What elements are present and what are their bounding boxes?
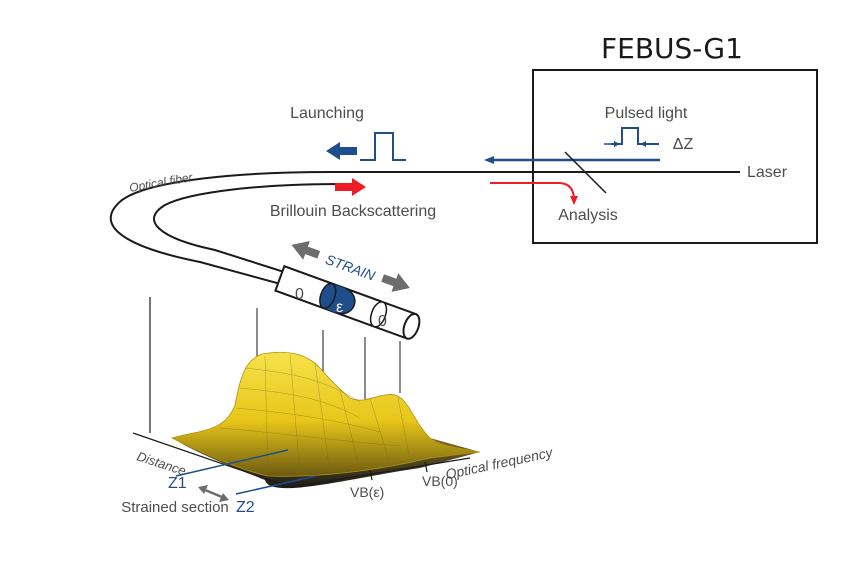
pulse-symbol	[611, 127, 659, 145]
strained-section-label: Strained section	[121, 499, 229, 516]
surface-grid	[219, 353, 411, 477]
backscattering-label: Brillouin Backscattering	[270, 203, 436, 220]
strained-section-arrow	[198, 485, 229, 502]
strained-section-text: Strained section	[121, 499, 229, 516]
distance-axis	[132, 432, 291, 488]
surface-mesh	[170, 351, 481, 477]
projection-lines	[256, 308, 401, 399]
frequency-axis	[291, 457, 471, 488]
device-title: FEBUS-G1	[601, 32, 743, 65]
pulsed-light-label: Pulsed light	[605, 105, 688, 122]
optical-fiber	[109, 171, 740, 313]
backscatter-arrow	[335, 178, 366, 196]
tick-vb-zero	[424, 461, 428, 473]
segment-zero-left: 0	[295, 286, 304, 303]
fiber-label: Optical fiber	[128, 170, 194, 195]
analysis-arrowhead	[570, 196, 578, 205]
pulse-outgoing-arrowhead	[484, 156, 494, 164]
z2-line	[235, 475, 317, 495]
tick-vb-strain	[369, 469, 373, 481]
vb-zero-label: VB(0)	[422, 473, 458, 489]
strain-label: STRAIN	[323, 251, 378, 284]
distance-label: Distance	[135, 449, 188, 479]
vb-strain-label: VB(ε)	[350, 484, 384, 500]
segment-epsilon: ε	[336, 299, 343, 316]
launch-pulse-symbol	[360, 132, 406, 161]
device-box	[532, 69, 818, 244]
analysis-label: Analysis	[558, 207, 618, 224]
delta-z-indicator	[604, 141, 656, 147]
z2-label: Z2	[236, 499, 255, 516]
fiber-tube	[274, 264, 421, 340]
segment-zero-right: 0	[378, 313, 387, 330]
z1-line	[175, 449, 289, 477]
launching-label: Launching	[290, 105, 364, 122]
z1-label: Z1	[168, 475, 187, 492]
delta-z-label: ΔZ	[673, 136, 694, 153]
launch-arrow	[326, 142, 357, 160]
laser-label: Laser	[747, 164, 788, 181]
